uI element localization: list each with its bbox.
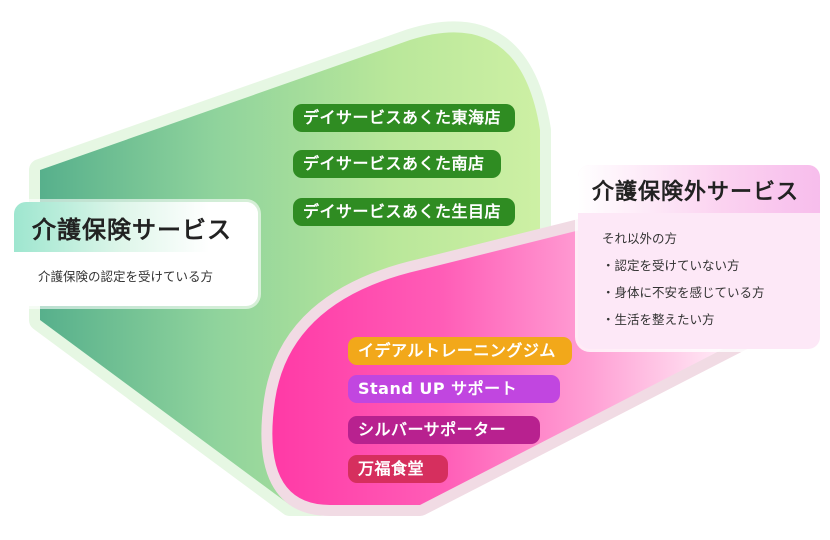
non-care-insurance-title: 介護保険外サービス xyxy=(592,180,800,205)
facility-pill-minami[interactable]: デイサービスあくた南店 xyxy=(293,150,501,178)
care-insurance-description: 介護保険の認定を受けている方 xyxy=(38,269,214,284)
list-item: ・身体に不安を感じている方 xyxy=(602,285,765,300)
service-pill-ideal-gym[interactable]: イデアルトレーニングジム xyxy=(348,337,572,365)
care-insurance-title: 介護保険サービス xyxy=(32,216,232,244)
non-care-target-list: それ以外の方 ・認定を受けていない方 ・身体に不安を感じている方 ・生活を整えた… xyxy=(602,229,765,337)
list-item: ・認定を受けていない方 xyxy=(602,258,740,273)
list-item: ・生活を整えたい方 xyxy=(602,312,715,327)
service-pill-silver-supporter[interactable]: シルバーサポーター xyxy=(348,416,540,444)
care-insurance-card: 介護保険サービス 介護保険の認定を受けている方 xyxy=(14,202,258,306)
care-insurance-card-header xyxy=(14,202,258,252)
service-pill-stand-up-support[interactable]: Stand UP サポート xyxy=(348,375,560,403)
list-item: それ以外の方 xyxy=(602,231,678,246)
facility-pill-ikime[interactable]: デイサービスあくた生目店 xyxy=(293,198,515,226)
non-care-insurance-card-header xyxy=(578,165,820,213)
service-pill-manpuku-shokudo[interactable]: 万福食堂 xyxy=(348,455,448,483)
facility-pill-tokai[interactable]: デイサービスあくた東海店 xyxy=(293,104,515,132)
non-care-insurance-card: 介護保険外サービス それ以外の方 ・認定を受けていない方 ・身体に不安を感じてい… xyxy=(578,165,820,349)
